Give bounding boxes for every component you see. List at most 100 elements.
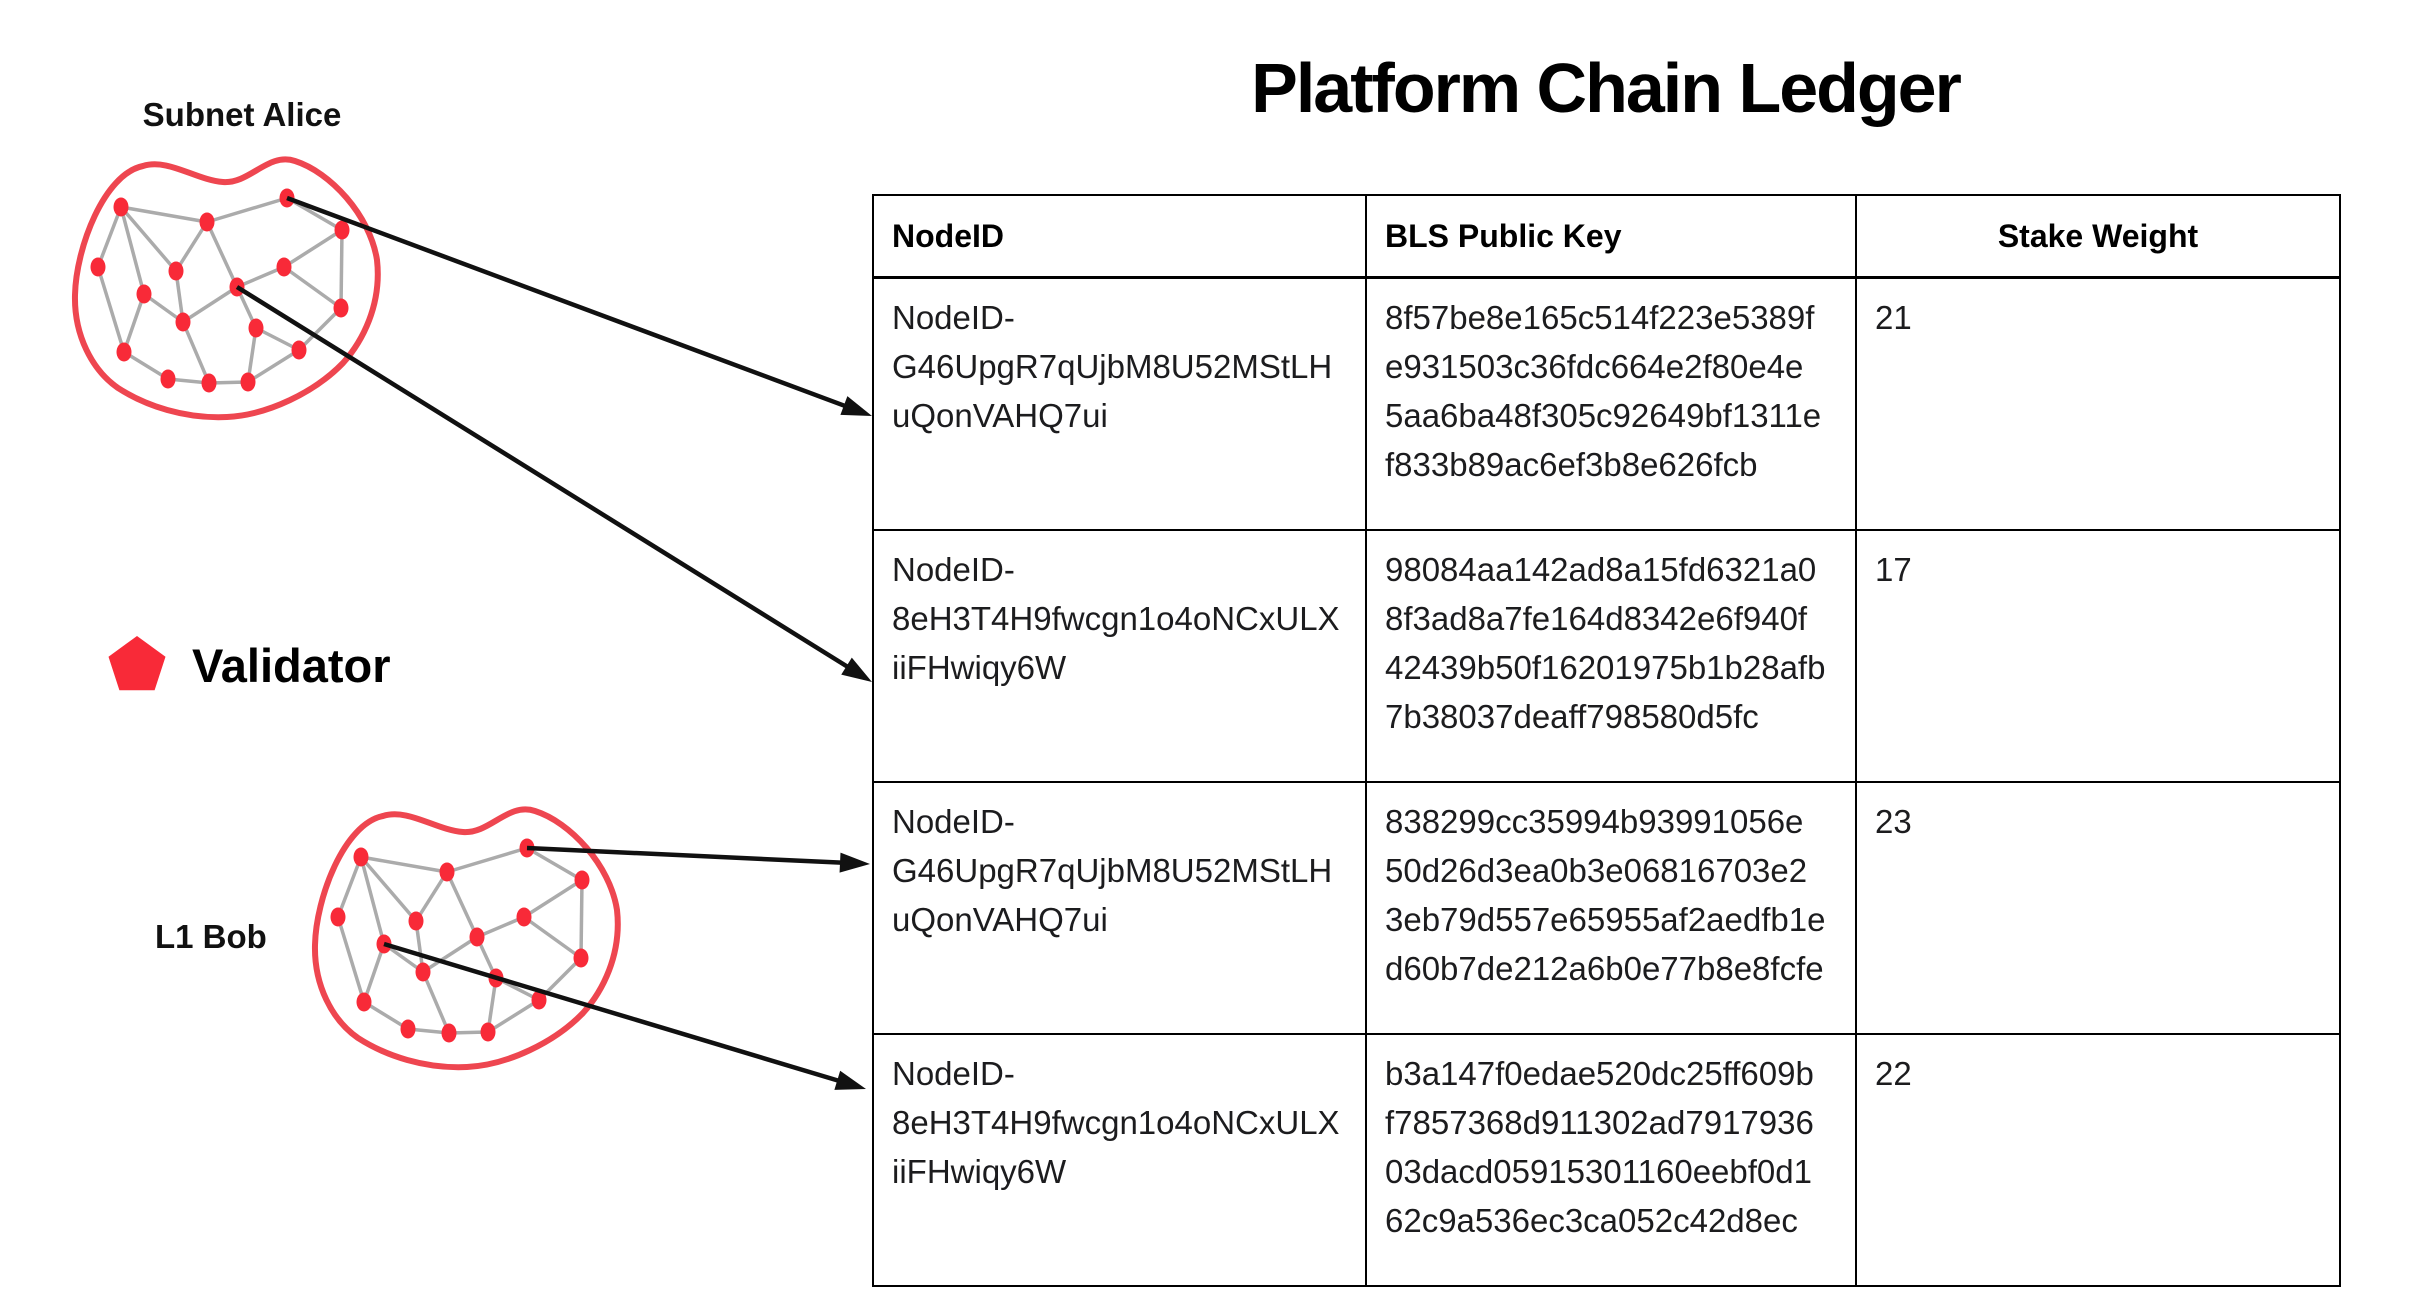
l1-bob-label: L1 Bob <box>155 918 267 955</box>
mapping-arrow <box>235 285 852 671</box>
platform-chain-ledger-table: NodeID BLS Public Key Stake Weight NodeI… <box>872 194 2341 1287</box>
validator-node <box>136 284 152 304</box>
network-edge <box>247 348 300 384</box>
validator-node <box>248 318 264 338</box>
network-edge <box>522 915 583 960</box>
validator-node <box>201 373 217 393</box>
network-edge <box>336 916 366 1003</box>
validator-legend-label: Validator <box>192 638 391 692</box>
network-edge <box>282 265 343 310</box>
table-row: NodeID- 8eH3T4H9fwcgn1o4oNCxULX iiFHwiqy… <box>872 529 2341 783</box>
network-edge <box>360 855 448 874</box>
stake-weight-cell: 21 <box>1855 276 2341 531</box>
validator-node <box>334 220 350 240</box>
network-edge <box>526 846 583 882</box>
nodeid-cell: NodeID- 8eH3T4H9fwcgn1o4oNCxULX iiFHwiqy… <box>872 529 1367 783</box>
validator-node <box>116 342 132 362</box>
network-edge <box>255 326 300 352</box>
mapping-arrow <box>383 941 842 1084</box>
network-edge <box>96 266 126 353</box>
network-edge <box>96 206 123 268</box>
validator-legend: Validator <box>106 636 391 694</box>
mapping-arrow-head <box>834 1070 866 1090</box>
validator-node <box>90 257 106 277</box>
validator-node <box>240 372 256 392</box>
network-edge <box>283 228 343 269</box>
subnet-alice-network <box>71 156 381 421</box>
validator-node <box>441 1023 457 1043</box>
network-edge <box>181 321 211 384</box>
mapping-arrow-head <box>841 657 872 682</box>
validator-node <box>168 261 184 281</box>
validator-node <box>276 257 292 277</box>
network-edge <box>487 998 540 1034</box>
validator-node <box>531 990 547 1010</box>
network-edge <box>182 285 238 324</box>
table-header-row: NodeID BLS Public Key Stake Weight <box>872 194 2341 279</box>
network-edge <box>206 196 288 224</box>
bls-key-cell: b3a147f0edae520dc25ff609b f7857368d91130… <box>1365 1033 1857 1287</box>
pentagon-icon <box>108 636 166 691</box>
network-edge <box>236 265 285 289</box>
validator-node <box>356 992 372 1012</box>
page-title: Platform Chain Ledger <box>1251 49 1962 127</box>
validator-node <box>439 862 455 882</box>
network-edge <box>120 205 208 224</box>
network-edge <box>422 935 478 974</box>
l1-bob-network <box>311 806 621 1071</box>
network-edge <box>122 293 146 353</box>
network-edge <box>359 855 418 923</box>
network-edge <box>297 306 343 352</box>
network-edge <box>359 856 386 945</box>
validator-node <box>113 197 129 217</box>
validator-node <box>291 340 307 360</box>
validator-node <box>160 369 176 389</box>
mapping-arrow <box>526 845 845 866</box>
network-edge <box>363 1000 409 1031</box>
network-edge <box>476 915 525 939</box>
network-edge <box>445 871 479 938</box>
col-header-bls-key: BLS Public Key <box>1365 194 1857 279</box>
validator-node <box>330 907 346 927</box>
validator-node <box>516 907 532 927</box>
nodeid-cell: NodeID- G46UpgR7qUjbM8U52MStLH uQonVAHQ7… <box>872 276 1367 531</box>
subnet-alice-outline <box>71 156 381 421</box>
validator-node <box>480 1022 496 1042</box>
table-row: NodeID- 8eH3T4H9fwcgn1o4oNCxULX iiFHwiqy… <box>872 1033 2341 1287</box>
validator-node <box>333 298 349 318</box>
network-edge <box>119 206 146 295</box>
bls-key-cell: 98084aa142ad8a15fd6321a0 8f3ad8a7fe164d8… <box>1365 529 1857 783</box>
mapping-arrow <box>286 195 849 410</box>
mapping-arrow-head <box>839 852 870 873</box>
stake-weight-cell: 23 <box>1855 781 2341 1035</box>
network-edge <box>446 846 528 874</box>
table-row: NodeID- G46UpgR7qUjbM8U52MStLH uQonVAHQ7… <box>872 781 2341 1035</box>
network-edge <box>336 856 363 918</box>
network-edge <box>205 221 239 288</box>
mapping-arrow-head <box>840 396 872 416</box>
network-edge <box>339 229 344 309</box>
validator-node <box>199 212 215 232</box>
validator-node <box>353 847 369 867</box>
validator-node <box>469 927 485 947</box>
stake-weight-cell: 22 <box>1855 1033 2341 1287</box>
network-edge <box>174 221 209 272</box>
network-edge <box>414 871 449 922</box>
l1-bob-outline <box>311 806 621 1071</box>
stake-weight-cell: 17 <box>1855 529 2341 783</box>
network-edge <box>523 878 583 919</box>
validator-node <box>415 962 431 982</box>
validator-node <box>400 1019 416 1039</box>
bls-key-cell: 8f57be8e165c514f223e5389f e931503c36fdc6… <box>1365 276 1857 531</box>
network-edge <box>123 350 169 381</box>
validator-node <box>175 312 191 332</box>
nodeid-cell: NodeID- 8eH3T4H9fwcgn1o4oNCxULX iiFHwiqy… <box>872 1033 1367 1287</box>
col-header-stake-weight: Stake Weight <box>1855 194 2341 279</box>
network-edge <box>119 205 178 273</box>
nodeid-cell: NodeID- G46UpgR7qUjbM8U52MStLH uQonVAHQ7… <box>872 781 1367 1035</box>
network-edge <box>421 971 451 1034</box>
table-row: NodeID- G46UpgR7qUjbM8U52MStLH uQonVAHQ7… <box>872 276 2341 531</box>
subnet-alice-label: Subnet Alice <box>142 96 342 133</box>
